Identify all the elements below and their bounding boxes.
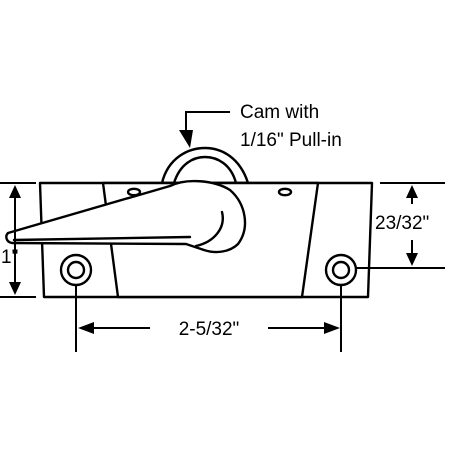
cam-leader-arrowhead bbox=[179, 130, 193, 148]
height-left-label: 1" bbox=[1, 247, 18, 268]
cam-inner-ring bbox=[172, 155, 238, 185]
height-right-label: 23/32" bbox=[375, 213, 429, 234]
cam-label-line2: 1/16" Pull-in bbox=[240, 130, 342, 151]
dim-hole-spacing bbox=[75, 285, 342, 352]
lever-handle bbox=[5, 179, 247, 254]
dim-left-height bbox=[0, 182, 36, 298]
lever-edge-line bbox=[12, 235, 192, 242]
hole-spacing-label: 2-5/32" bbox=[179, 319, 240, 340]
cam-outline bbox=[160, 146, 250, 185]
cam-leader-line bbox=[185, 111, 230, 134]
housing-hole-right bbox=[277, 187, 293, 197]
mount-hole-left-inner bbox=[66, 260, 86, 280]
dim-right-height bbox=[356, 182, 445, 269]
mount-hole-right-inner bbox=[331, 260, 351, 280]
lever-knuckle bbox=[194, 210, 224, 248]
cam-label-line1: Cam with bbox=[240, 102, 319, 123]
